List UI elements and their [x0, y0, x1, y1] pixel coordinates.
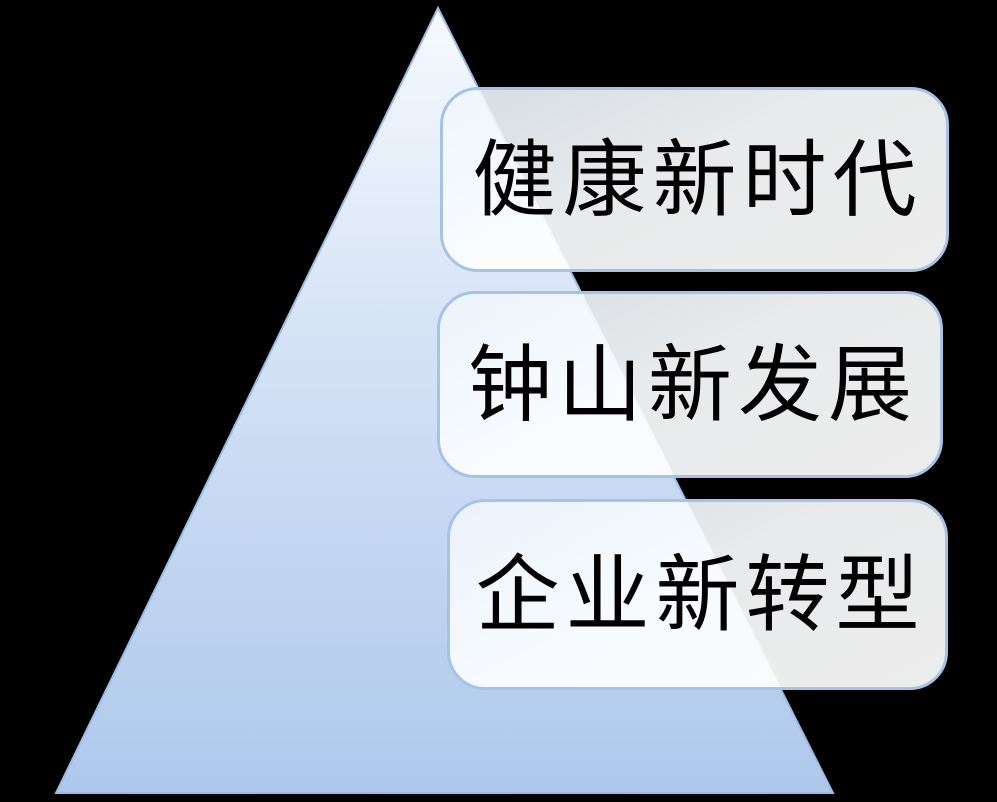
pyramid-level-2-box: 钟山新发展: [437, 291, 943, 478]
pyramid-level-3-label: 企业新转型: [475, 545, 926, 644]
pyramid-level-3-box: 企业新转型: [447, 499, 948, 690]
pyramid-level-1-label: 健康新时代: [472, 130, 923, 229]
pyramid-level-2-label: 钟山新发展: [467, 335, 918, 434]
pyramid-level-1-box: 健康新时代: [440, 87, 949, 272]
